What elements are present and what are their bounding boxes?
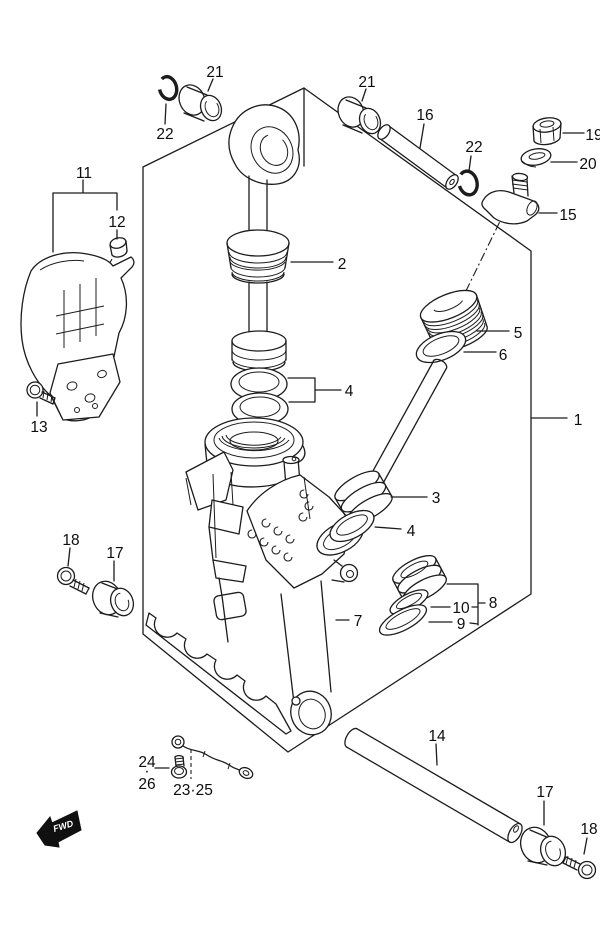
part-7-cylinder-body xyxy=(145,417,364,736)
piston-rod-lower xyxy=(367,358,448,488)
assembly-axis-lines xyxy=(97,206,508,298)
callout-4-upper: 4 xyxy=(345,383,354,400)
part-18-bolt-right xyxy=(562,855,597,880)
callout-6: 6 xyxy=(499,347,508,364)
part-21-bushing-left xyxy=(178,84,223,122)
part-4-o-ring-lower xyxy=(329,509,375,543)
part-19-nut xyxy=(532,117,562,146)
part-4-o-ring-upper-pair xyxy=(230,367,289,426)
part-13-bolt xyxy=(26,381,56,405)
callout-17-left: 17 xyxy=(106,545,123,562)
part-18-bolt-left xyxy=(56,566,90,595)
callout-21-left: 21 xyxy=(206,64,223,81)
part-24-26-screw xyxy=(170,754,188,779)
callout-23-25: 23·25 xyxy=(173,782,213,799)
callout-17-right: 17 xyxy=(536,784,553,801)
part-9-o-ring xyxy=(378,604,428,636)
callout-19: 19 xyxy=(585,127,600,144)
part-2-gland-cap xyxy=(226,229,290,284)
callout-26: 26 xyxy=(138,776,155,793)
part-15-joint xyxy=(481,172,540,225)
callout-24-26-dot: · xyxy=(144,763,149,780)
part-21-bushing-right xyxy=(337,96,382,135)
callout-18-right: 18 xyxy=(580,821,597,838)
leader-lines xyxy=(36,78,588,855)
callout-7: 7 xyxy=(354,613,363,630)
part-8-seal-stack xyxy=(392,554,447,604)
callout-18-left: 18 xyxy=(62,532,79,549)
callout-16: 16 xyxy=(416,107,433,124)
piston-rod-upper xyxy=(248,175,268,233)
callout-2: 2 xyxy=(338,256,347,273)
callout-4-lower: 4 xyxy=(407,523,416,540)
piston-rod-eye xyxy=(228,104,300,185)
part-11-cover xyxy=(20,251,135,422)
callout-8: 8 xyxy=(489,595,498,612)
assembly-boundary xyxy=(142,87,532,753)
part-20-washer xyxy=(520,148,552,168)
fwd-direction-marker: FWD xyxy=(36,810,82,848)
part-16-pin xyxy=(377,124,459,190)
callout-9: 9 xyxy=(457,616,466,633)
callout-1: 1 xyxy=(574,412,583,429)
callout-22-left: 22 xyxy=(156,126,173,143)
part-12-cap xyxy=(109,237,128,258)
callout-12: 12 xyxy=(108,214,125,231)
callout-14: 14 xyxy=(428,728,446,745)
part-14-pin xyxy=(344,727,523,844)
callout-22-right: 22 xyxy=(465,139,482,156)
callout-20: 20 xyxy=(579,156,597,173)
rod-spacer-collar xyxy=(231,330,287,372)
piston-rod-mid xyxy=(248,281,268,335)
callout-13: 13 xyxy=(30,419,47,436)
part-22-snap-ring-right xyxy=(457,169,479,197)
part-6-o-ring xyxy=(415,330,467,364)
callout-21-right: 21 xyxy=(358,74,375,91)
callout-3: 3 xyxy=(432,490,441,507)
part-22-snap-ring-left xyxy=(157,74,179,102)
callout-labels: 21 22 11 12 13 2 21 16 22 19 20 15 5 6 1… xyxy=(30,64,600,838)
part-17-bushing-left xyxy=(91,580,135,618)
callout-5: 5 xyxy=(514,325,523,342)
callout-15: 15 xyxy=(559,207,576,224)
callout-24: 24 xyxy=(138,754,156,771)
part-17-bushing-right xyxy=(519,826,567,867)
callout-10: 10 xyxy=(452,600,470,617)
part-23-25-bonding-wire xyxy=(171,735,254,780)
callout-11: 11 xyxy=(76,165,92,182)
